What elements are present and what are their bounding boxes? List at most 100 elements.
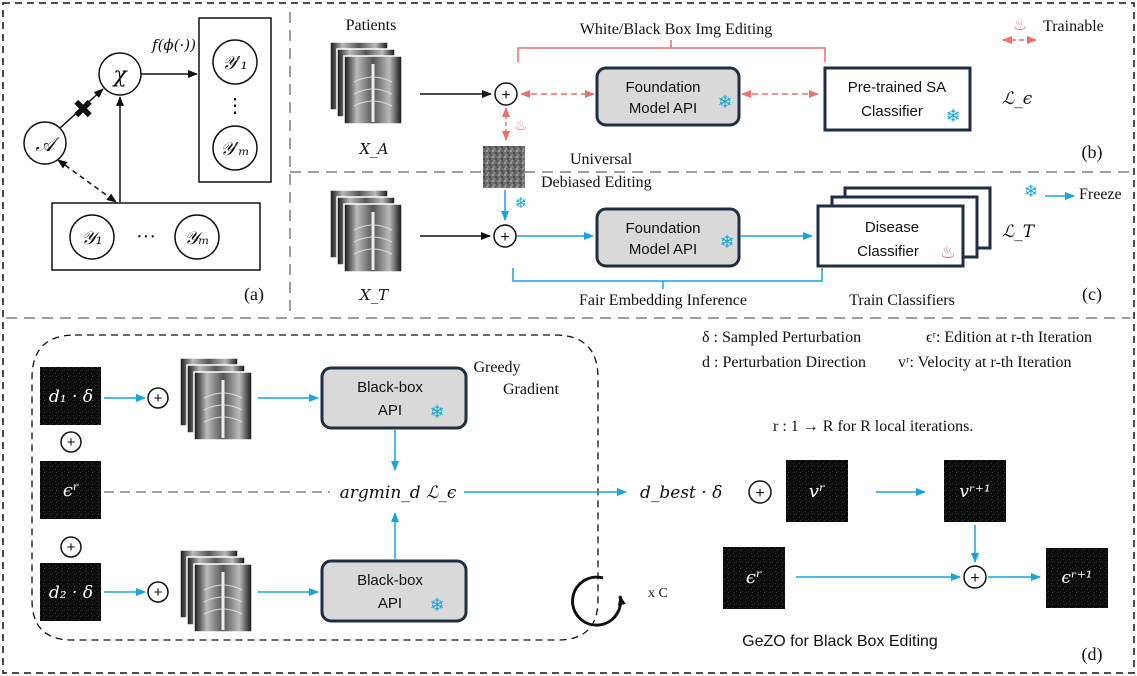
plus-eps-d2 bbox=[60, 536, 82, 558]
fm-b-line1: Foundation bbox=[625, 79, 700, 96]
node-ym-prime bbox=[212, 125, 258, 171]
panel-c: X_T + Foundation Model API ❄ Disease Cla… bbox=[328, 182, 1122, 309]
snowflake-icon: ❄ bbox=[429, 595, 444, 616]
fm-c-line1: Foundation bbox=[625, 220, 700, 237]
d2-delta-image bbox=[40, 563, 101, 621]
snowflake-icon: ❄ bbox=[429, 402, 444, 423]
editing-header: White/Black Box Img Editing bbox=[580, 21, 772, 38]
arrow-a-to-chi bbox=[59, 88, 104, 129]
universal-label: Universal bbox=[570, 151, 633, 168]
legend-d: d : Perturbation Direction bbox=[702, 354, 866, 371]
dbest-label: d_best · δ bbox=[640, 483, 722, 503]
xray-stack-bottom bbox=[178, 548, 254, 634]
snowflake-icon: ❄ bbox=[945, 106, 960, 127]
greedy-label-1: Greedy bbox=[473, 359, 520, 376]
sa-clf-line1: Pre-trained SA bbox=[848, 79, 946, 96]
eps-r-label: ϵʳ bbox=[63, 480, 79, 501]
eps-r1-image bbox=[1046, 548, 1108, 608]
panel-b-label: (b) bbox=[1082, 142, 1103, 163]
greedy-gradient-region bbox=[31, 334, 599, 641]
plus-node-c bbox=[493, 224, 517, 248]
node-ym bbox=[174, 214, 220, 260]
node-a bbox=[23, 121, 67, 165]
bb2-line2: API bbox=[378, 595, 402, 612]
d1-delta-label: d₁ · δ bbox=[49, 387, 93, 407]
hdots: ··· bbox=[136, 226, 156, 248]
flame-icon: ♨ bbox=[1013, 15, 1027, 34]
universal-noise-image bbox=[483, 146, 525, 188]
plus-node-b bbox=[494, 82, 518, 106]
loss-epsilon: ℒ_ϵ bbox=[1002, 89, 1033, 109]
plus-eps-d2-sign: + bbox=[67, 539, 76, 556]
snowflake-icon: ❄ bbox=[717, 92, 732, 113]
panel-a-label: (a) bbox=[244, 284, 264, 305]
repeat-count-label: x C bbox=[648, 586, 668, 601]
black-box-api-top bbox=[320, 366, 468, 430]
plus-update-sign: + bbox=[970, 570, 979, 587]
node-ym-prime-label: 𝒴′ₘ bbox=[220, 139, 249, 160]
argmin-label: argmin_d ℒ_ϵ bbox=[340, 483, 457, 503]
universal-editing: Universal Debiased Editing ❄ bbox=[483, 146, 652, 221]
target-xray-stack bbox=[328, 188, 404, 274]
bb1-line1: Black-box bbox=[357, 379, 423, 396]
blocked-cross-icon: ✖ bbox=[72, 95, 94, 125]
node-y1-prime bbox=[212, 39, 258, 85]
plus-update bbox=[963, 565, 987, 589]
fm-c-line2: Model API bbox=[629, 241, 697, 258]
plus-d2 bbox=[147, 581, 169, 603]
panel-c-label: (c) bbox=[1082, 284, 1102, 305]
plus-d1-eps bbox=[60, 431, 82, 453]
black-box-api-bottom bbox=[320, 559, 468, 623]
disease-classifier-box bbox=[816, 204, 965, 268]
gezo-title: GeZO for Black Box Editing bbox=[742, 633, 938, 650]
fm-b-line2: Model API bbox=[629, 100, 697, 117]
node-chi-label: χ bbox=[111, 63, 128, 88]
d2-delta-label: d₂ · δ bbox=[49, 583, 93, 603]
disease-clf-line1: Disease bbox=[865, 219, 919, 236]
snowflake-icon: ❄ bbox=[515, 194, 528, 212]
plus-dbest-v bbox=[748, 480, 772, 504]
panel-d-label: (d) bbox=[1082, 644, 1103, 665]
eps-r1-label: ϵʳ⁺¹ bbox=[1061, 568, 1092, 588]
patients-label: Patients bbox=[346, 17, 397, 34]
flame-icon: ♨ bbox=[940, 242, 956, 263]
v-r1-image bbox=[944, 460, 1006, 522]
debiased-label: Debiased Editing bbox=[541, 174, 652, 191]
legend-v: vʳ: Velocity at r-th Iteration bbox=[898, 354, 1071, 371]
mapping-label: f(ϕ(·)) bbox=[151, 36, 196, 54]
snowflake-icon: ❄ bbox=[1024, 182, 1038, 202]
eps-r-label-2: ϵʳ bbox=[746, 567, 762, 588]
v-r-label: vʳ bbox=[809, 481, 825, 502]
xa-label: X_A bbox=[358, 140, 388, 158]
node-y1-prime-label: 𝒴′₁ bbox=[222, 53, 247, 74]
flame-icon: ♨ bbox=[515, 118, 528, 134]
xt-label: X_T bbox=[359, 286, 389, 304]
node-y1 bbox=[69, 214, 115, 260]
train-classifiers-label: Train Classifiers bbox=[849, 292, 955, 309]
bb1-line2: API bbox=[378, 402, 402, 419]
plus-d1-sign: + bbox=[154, 390, 163, 407]
foundation-model-b bbox=[595, 66, 741, 127]
panel-b: Patients X_A White/Black Box Img Editing… bbox=[328, 15, 1104, 163]
eps-r-image-2 bbox=[723, 547, 785, 609]
foundation-model-c bbox=[595, 207, 741, 268]
plus-sign-c: + bbox=[500, 229, 509, 246]
plus-dbest-v-sign: + bbox=[755, 485, 764, 502]
repeat-loop-icon bbox=[571, 575, 626, 627]
bb2-line1: Black-box bbox=[357, 572, 423, 589]
vdots: ⋮ bbox=[225, 95, 245, 117]
v-r1-label: vʳ⁺¹ bbox=[959, 482, 990, 502]
panel-a: χ 𝒜 f(ϕ(·)) ✖ 𝒴′₁ ⋮ 𝒴′ₘ 𝒴₁ ··· 𝒴ₘ (a) bbox=[23, 17, 272, 305]
dashed-a-y bbox=[57, 159, 117, 203]
eps-r-image bbox=[40, 461, 101, 519]
plus-d2-sign: + bbox=[154, 584, 163, 601]
panel-d: Greedy Gradient d₁ · δ + Black-box API ❄… bbox=[31, 329, 1108, 665]
editing-bracket bbox=[517, 40, 826, 62]
xray-stack-top bbox=[178, 356, 254, 442]
legend-eps: ϵʳ: Edition at r-th Iteration bbox=[926, 329, 1092, 346]
v-r-image bbox=[786, 460, 848, 522]
node-ym-label: 𝒴ₘ bbox=[184, 228, 209, 249]
snowflake-icon: ❄ bbox=[719, 232, 734, 253]
fair-embedding-label: Fair Embedding Inference bbox=[579, 292, 747, 309]
